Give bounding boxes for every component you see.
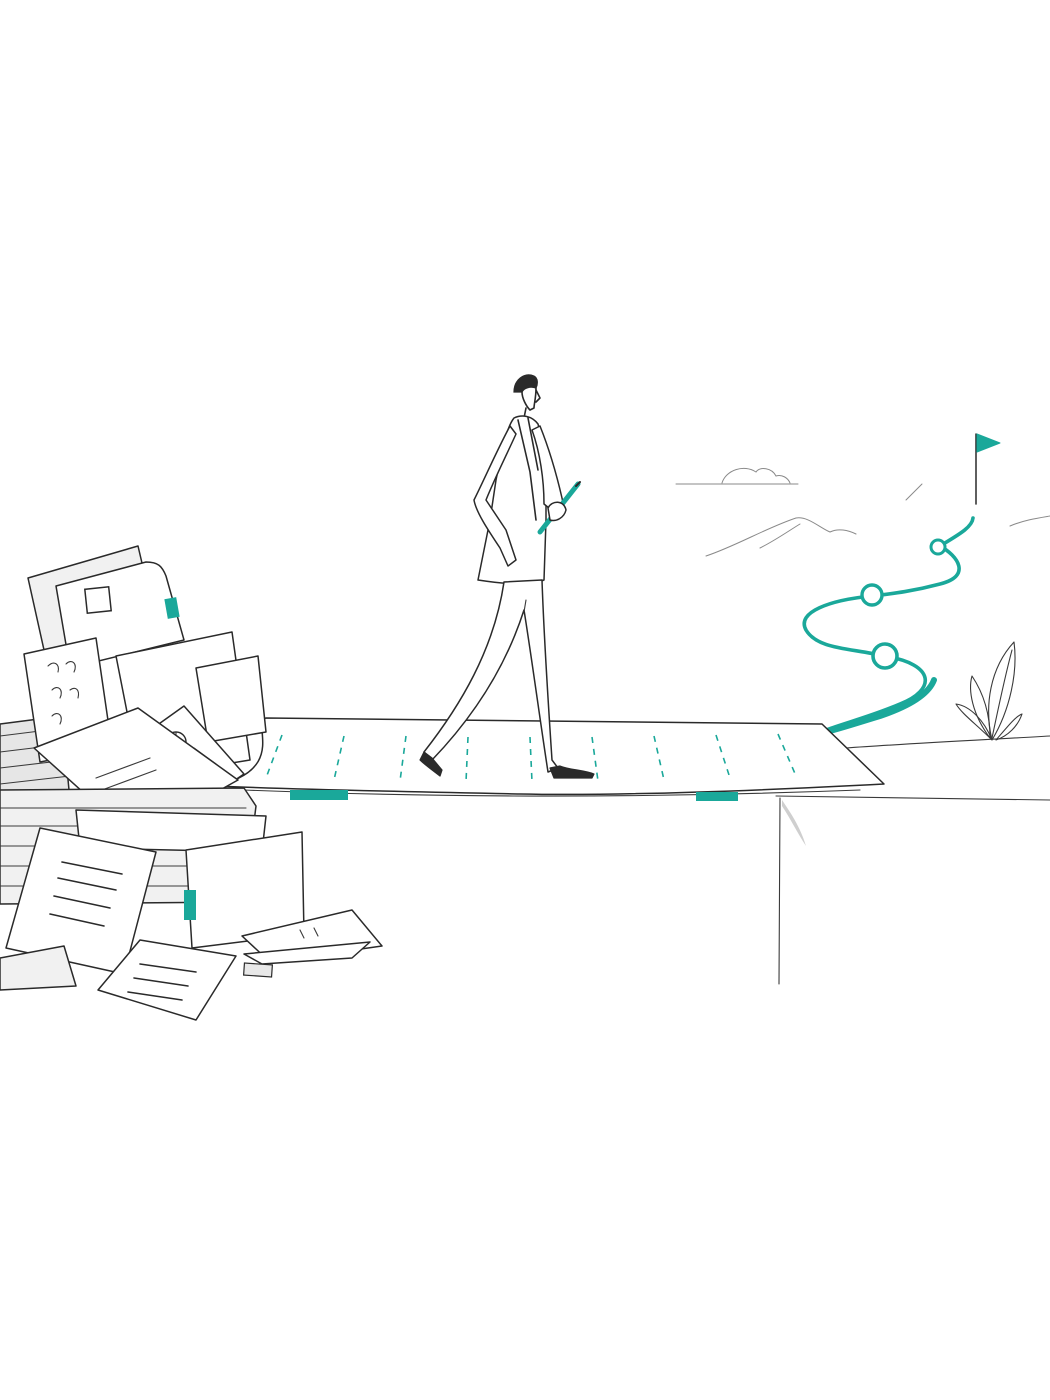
leafy-plant [955, 641, 1023, 741]
horizon-line [845, 735, 1050, 749]
roadmap-path [802, 516, 975, 735]
tape-right [696, 792, 738, 801]
milestone-lower [871, 642, 899, 670]
milestone-top [929, 538, 947, 556]
right-cliff [775, 795, 1050, 985]
bridge-dashes [265, 733, 797, 783]
distant-landscape [675, 468, 1050, 749]
paper-pile [0, 545, 383, 1021]
walking-businessman [419, 374, 595, 779]
goal-flag [975, 433, 1001, 505]
cloud [675, 468, 799, 485]
tape-left [290, 790, 348, 800]
distant-mountains [705, 483, 1050, 557]
milestone-middle [860, 583, 884, 607]
